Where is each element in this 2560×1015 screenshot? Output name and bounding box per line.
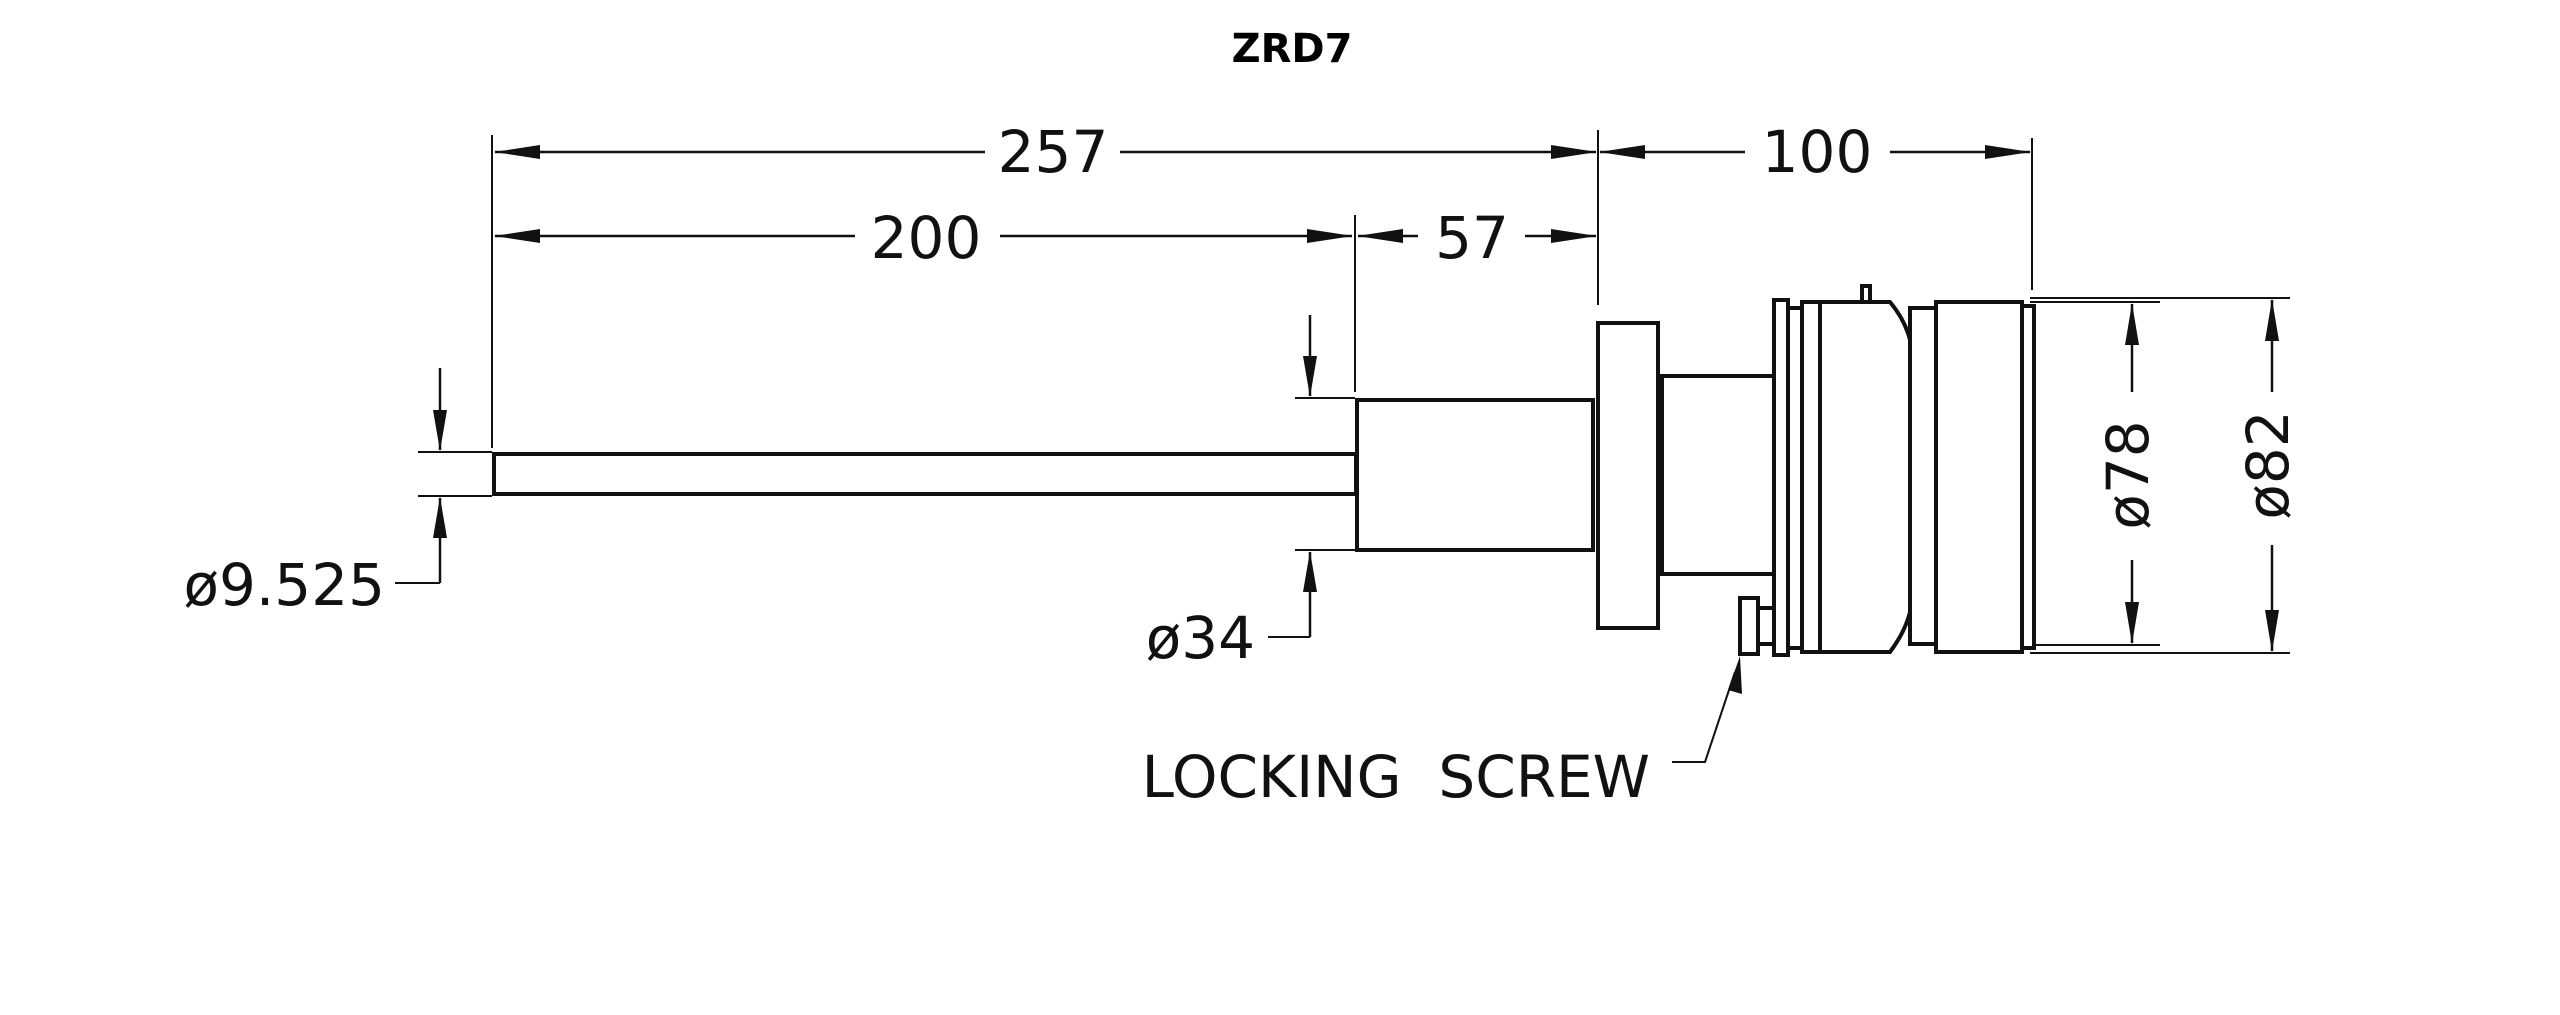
probe-rod bbox=[492, 452, 1358, 496]
locking-screw bbox=[1738, 596, 1776, 656]
dim-overall-length: 257 bbox=[494, 118, 1597, 186]
dim-9525-label: ø9.525 bbox=[183, 551, 385, 619]
dim-57-label: 57 bbox=[1435, 204, 1509, 272]
dim-82-label: ø82 bbox=[2234, 410, 2302, 519]
dim-34-label: ø34 bbox=[1146, 604, 1255, 672]
neck bbox=[1660, 374, 1776, 576]
dim-head-length: 100 bbox=[1599, 118, 2031, 186]
sensor-head bbox=[1772, 284, 2036, 657]
dim-probe-length: 200 bbox=[494, 204, 1353, 272]
dim-body-diameter: ø34 bbox=[1146, 315, 1317, 672]
dim-100-label: 100 bbox=[1762, 118, 1873, 186]
flange bbox=[1596, 321, 1660, 630]
locking-screw-leader: LOCKING SCREW bbox=[1142, 656, 1742, 811]
body-cylinder bbox=[1355, 398, 1595, 552]
extension-lines bbox=[418, 130, 2290, 654]
dim-inner-head-diameter: ø78 bbox=[2094, 303, 2162, 644]
locking-screw-label: LOCKING SCREW bbox=[1142, 743, 1650, 811]
dim-outer-head-diameter: ø82 bbox=[2234, 299, 2302, 652]
dim-257-label: 257 bbox=[998, 118, 1109, 186]
dim-78-label: ø78 bbox=[2094, 420, 2162, 529]
dim-probe-diameter: ø9.525 bbox=[183, 368, 447, 619]
dim-200-label: 200 bbox=[871, 204, 982, 272]
dim-body-length: 57 bbox=[1357, 204, 1597, 272]
drawing-title: ZRD7 bbox=[1232, 26, 1353, 72]
